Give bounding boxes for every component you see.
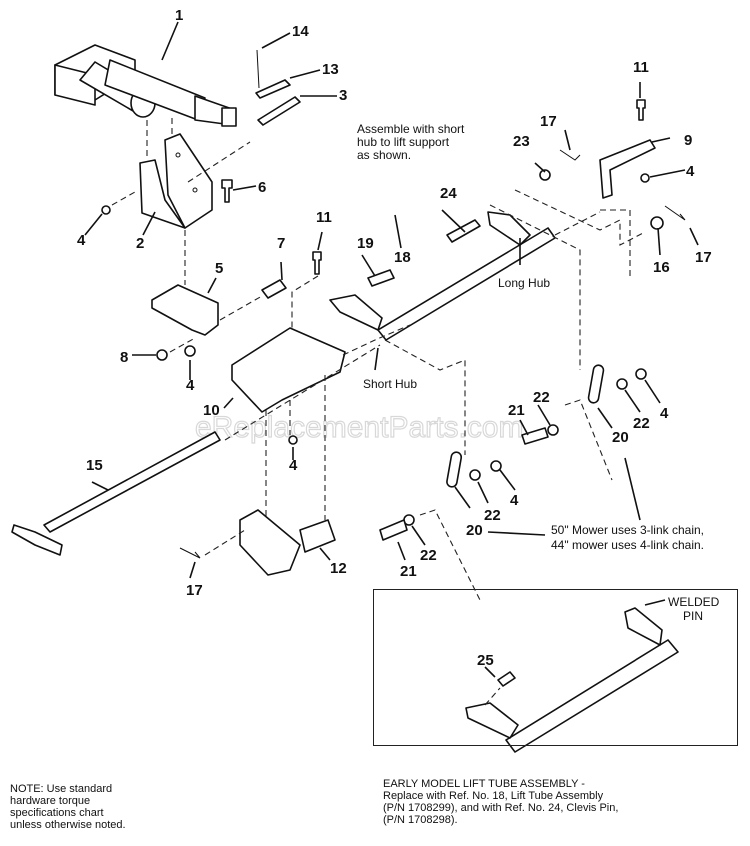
inset-frame (373, 589, 738, 746)
callout-numbers: 1 14 13 3 4 2 6 5 7 11 19 18 8 4 10 4 15… (77, 7, 712, 669)
assemble-note-line1: Assemble with short (357, 122, 465, 136)
callout-4-d: 4 (686, 163, 695, 180)
watermark: eReplacementParts.com (195, 411, 523, 444)
part-20-chain-left (446, 451, 463, 488)
part-5-plate (151, 284, 219, 336)
part-8-nut (156, 349, 168, 361)
early-model-note-line4: (P/N 1708298). (383, 814, 458, 826)
callout-7: 7 (277, 235, 285, 252)
part-17-hairpin-top (559, 149, 581, 161)
callout-8: 8 (120, 349, 128, 366)
callout-20-a: 20 (612, 429, 629, 446)
part-22-washer-e (547, 424, 559, 436)
part-19-pin (367, 269, 395, 287)
callout-22-d: 22 (420, 547, 437, 564)
torque-note-line1: NOTE: Use standard (10, 783, 113, 795)
torque-note-line3: specifications chart (10, 807, 104, 819)
part-1-actuator (54, 44, 237, 127)
early-model-note-line2: Replace with Ref. No. 18, Lift Tube Asse… (383, 790, 604, 802)
torque-note-line4: unless otherwise noted. (10, 819, 126, 831)
callout-22-a: 22 (533, 389, 550, 406)
early-model-note-line1: EARLY MODEL LIFT TUBE ASSEMBLY - (383, 778, 585, 790)
callout-4-f: 4 (510, 492, 519, 509)
part-4-nut-low (288, 435, 298, 445)
callout-2: 2 (136, 235, 144, 252)
callout-13: 13 (322, 61, 339, 78)
torque-note-line2: hardware torque (10, 795, 91, 807)
callout-4-b: 4 (186, 377, 195, 394)
chain-note-line1: 50" Mower uses 3-link chain, (551, 523, 704, 537)
part-16-washer (650, 216, 664, 230)
part-20-chain-right (587, 364, 605, 404)
chain-note-line2: 44" mower uses 4-link chain. (551, 538, 704, 552)
welded-pin-label-line2: PIN (683, 609, 703, 623)
callout-9: 9 (684, 132, 692, 149)
part-21-bolt-upper (521, 427, 549, 445)
part-6-bolt (221, 179, 233, 203)
callout-21-a: 21 (508, 402, 525, 419)
long-hub-label: Long Hub (498, 276, 550, 290)
callout-23: 23 (513, 133, 530, 150)
early-model-note: EARLY MODEL LIFT TUBE ASSEMBLY - Replace… (383, 778, 743, 826)
part-12-pivot (239, 509, 336, 576)
callout-14: 14 (292, 23, 309, 40)
callout-4-a: 4 (77, 232, 86, 249)
assemble-note-line2: hub to lift support (357, 135, 450, 149)
callout-leaders (84, 21, 699, 678)
part-11-bolt-center (312, 251, 322, 275)
callout-17-a: 17 (186, 582, 203, 599)
callout-25: 25 (477, 652, 494, 669)
inset-early-lift-tube (465, 607, 679, 753)
callout-22-c: 22 (484, 507, 501, 524)
callout-15: 15 (86, 457, 103, 474)
callout-12: 12 (330, 560, 347, 577)
callout-10: 10 (203, 402, 220, 419)
torque-note: NOTE: Use standard hardware torque speci… (10, 783, 190, 831)
callout-19: 19 (357, 235, 374, 252)
callout-17-c: 17 (695, 249, 712, 266)
callout-5: 5 (215, 260, 223, 277)
part-21-bolt-lower (379, 519, 408, 541)
callout-3: 3 (339, 87, 347, 104)
part-4-nut-mid (184, 345, 196, 357)
callout-20-b: 20 (466, 522, 483, 539)
callout-18: 18 (394, 249, 411, 266)
parts-pins-13-3-14 (255, 49, 301, 126)
callout-11-b: 11 (633, 59, 649, 76)
callout-24: 24 (440, 185, 457, 202)
part-4-nut-right (640, 173, 650, 183)
part-9-bracket (599, 139, 656, 199)
callout-17-b: 17 (540, 113, 557, 130)
part-4-nut (101, 205, 111, 215)
callout-21-b: 21 (400, 563, 417, 580)
part-22-washer-a (469, 469, 481, 481)
callout-11-a: 11 (316, 209, 332, 226)
annotations: Assemble with short hub to lift support … (357, 122, 720, 623)
early-model-note-line3: (P/N 1708299), and with Ref. No. 24, Cle… (383, 802, 619, 814)
assemble-note-line3: as shown. (357, 148, 411, 162)
callout-4-c: 4 (289, 457, 298, 474)
welded-pin-label-line1: WELDED (668, 595, 720, 609)
short-hub-label: Short Hub (363, 377, 417, 391)
part-2-bracket (139, 133, 213, 229)
part-23-washer (539, 169, 551, 181)
assembly-lines (111, 118, 646, 556)
part-15-rod (11, 431, 221, 556)
callout-1: 1 (175, 7, 183, 24)
part-17-hairpin-low (179, 547, 201, 559)
part-4-nut-d (635, 368, 647, 380)
callout-6: 6 (258, 179, 266, 196)
part-10-lift-support (231, 327, 346, 413)
callout-22-b: 22 (633, 415, 650, 432)
callout-16: 16 (653, 259, 670, 276)
part-17-hairpin-right (664, 205, 686, 221)
part-4-nut-b (490, 460, 502, 472)
part-11-bolt-right (636, 99, 646, 121)
callout-4-e: 4 (660, 405, 669, 422)
part-22-washer-c (616, 378, 628, 390)
part-7-bolt (261, 279, 287, 299)
